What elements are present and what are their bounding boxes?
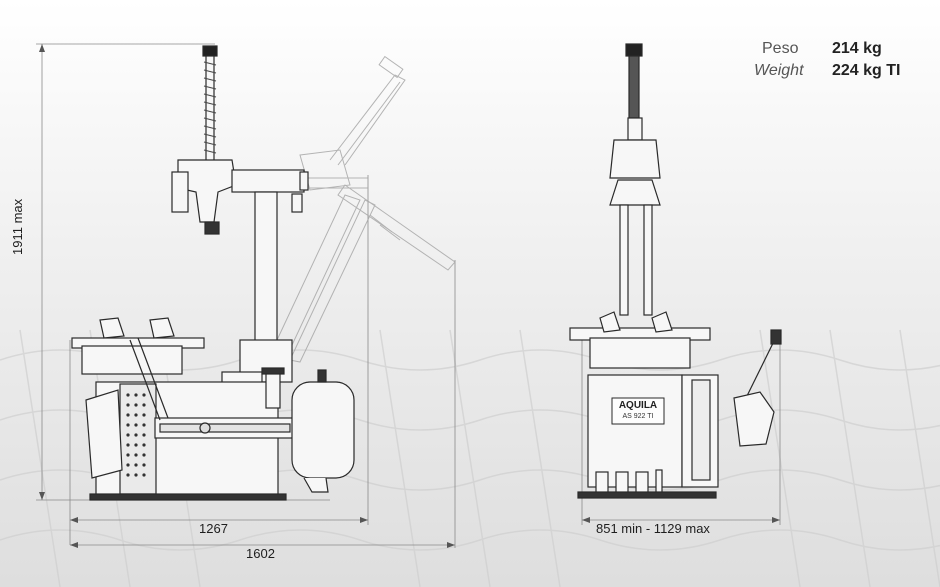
depth-dimension-label: 851 min - 1129 max bbox=[596, 521, 710, 536]
weight-value-ti: 224 kg TI bbox=[832, 62, 901, 79]
weight-label-italian: Peso bbox=[762, 40, 799, 57]
nameplate-panel bbox=[611, 397, 665, 425]
weight-label-english: Weight bbox=[754, 62, 804, 79]
weight-value: 214 kg bbox=[832, 40, 882, 57]
height-dimension-label: 1911 max bbox=[10, 198, 25, 255]
nameplate-model: AS 922 TI bbox=[622, 413, 654, 420]
base-width-dimension-label: 1267 bbox=[199, 521, 228, 536]
tire-changer-front-view bbox=[569, 43, 782, 499]
total-width-dimension-label: 1602 bbox=[246, 546, 275, 561]
nameplate-brand: AQUILA bbox=[618, 400, 658, 411]
tire-changer-side-view bbox=[71, 45, 355, 501]
dimension-arrows bbox=[39, 44, 780, 548]
